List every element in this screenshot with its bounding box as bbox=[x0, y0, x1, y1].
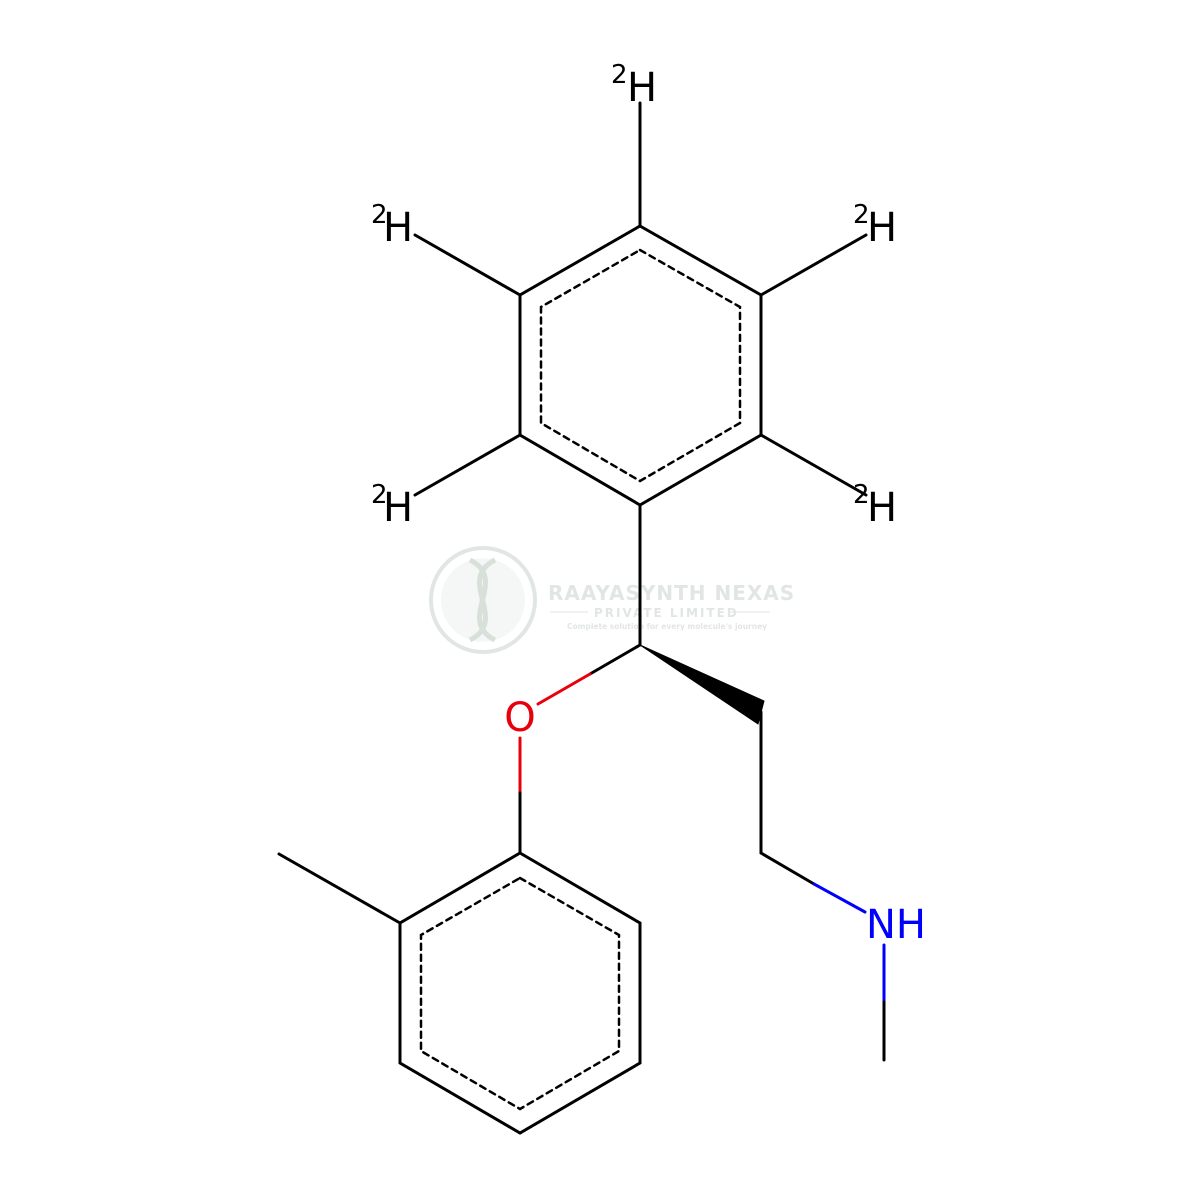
deuterium-top-mass: 2 bbox=[611, 60, 628, 90]
deuterium-upper-left-mass: 2 bbox=[371, 200, 388, 230]
deuterium-lower-left-symbol: H bbox=[383, 485, 413, 531]
bond-ch2-n-blue bbox=[812, 882, 867, 914]
bond-stereocenter-o-black bbox=[588, 643, 642, 676]
bond-c-d-upper-right bbox=[759, 233, 868, 297]
deuterium-upper-right: 2 H bbox=[853, 200, 897, 251]
bond-ch2-n-black bbox=[759, 851, 816, 886]
watermark: RAAYASYNTH NEXAS PRIVATE LIMITED Complet… bbox=[429, 546, 795, 654]
deuterium-lower-right: 2 H bbox=[853, 480, 897, 531]
watermark-subtitle: PRIVATE LIMITED bbox=[594, 606, 739, 620]
deuterium-top-symbol: H bbox=[627, 65, 657, 111]
nh-label: NH bbox=[866, 902, 926, 948]
backbone-bonds bbox=[518, 503, 886, 1062]
phenyl-d5-aromatic-dashes bbox=[539, 248, 742, 483]
watermark-company: RAAYASYNTH NEXAS bbox=[548, 581, 795, 605]
deuterium-lower-right-mass: 2 bbox=[853, 480, 870, 510]
deuterium-upper-left: 2 H bbox=[371, 200, 413, 251]
oxygen-label: O bbox=[504, 695, 535, 741]
phenyl-d5-ring-outline bbox=[518, 224, 763, 507]
watermark-logo-ring bbox=[429, 546, 537, 654]
dna-helix-icon bbox=[468, 557, 497, 643]
deuterium-lower-right-symbol: H bbox=[867, 485, 897, 531]
tolyl-ring bbox=[277, 851, 642, 1135]
deuterium-upper-left-symbol: H bbox=[383, 205, 413, 251]
tolyl-aromatic-dashes bbox=[419, 876, 621, 1111]
deuterium-upper-right-symbol: H bbox=[867, 205, 897, 251]
bond-c-d-upper-left bbox=[413, 233, 522, 297]
tolyl-ring-outline bbox=[398, 851, 642, 1135]
bond-ring-methyl bbox=[277, 852, 402, 925]
deuterium-top: 2 H bbox=[611, 60, 657, 111]
bond-stereocenter-o-red bbox=[536, 672, 592, 706]
deuterium-lower-left: 2 H bbox=[371, 480, 413, 531]
bond-c-d-lower-left bbox=[413, 433, 522, 497]
deuterium-bonds bbox=[413, 101, 868, 497]
watermark-tagline: Complete solution for every molecule's j… bbox=[567, 622, 767, 631]
deuterium-upper-right-mass: 2 bbox=[853, 200, 870, 230]
deuterium-lower-left-mass: 2 bbox=[371, 480, 388, 510]
phenyl-d5-ring bbox=[518, 224, 763, 507]
atom-labels: O NH 2 H 2 H 2 H 2 H 2 H bbox=[371, 60, 926, 948]
wedge-bond-stereo bbox=[639, 644, 765, 725]
bond-c-d-lower-right bbox=[759, 433, 868, 497]
